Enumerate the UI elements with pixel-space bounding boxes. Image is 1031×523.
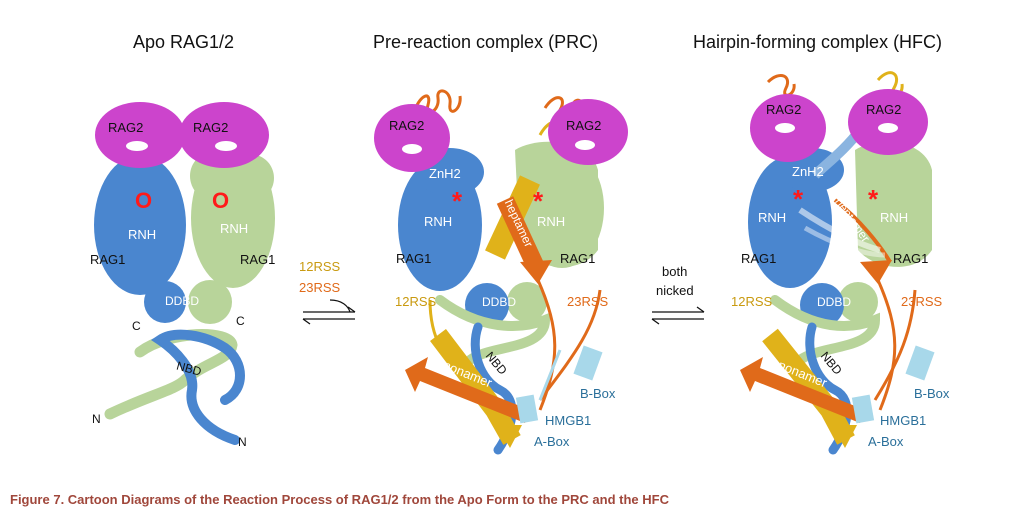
ddbd-label: DDBD — [165, 294, 199, 308]
rag2-label: RAG2 — [766, 102, 801, 117]
b-box-label: B-Box — [914, 386, 950, 401]
ddbd-blue — [144, 281, 186, 323]
nbd-label: NBD — [175, 359, 203, 379]
inactive-site-mark: O — [135, 188, 152, 213]
equilibrium-arrows-1: 12RSS 23RSS — [299, 259, 356, 325]
hfc-panel: RAG2 RAG2 ZnH2 * * RNH RNH heptamer RAG1… — [731, 71, 950, 455]
n-terminus-label: N — [92, 412, 101, 426]
rag2-right — [179, 102, 269, 168]
rss12-label: 12RSS — [731, 294, 773, 309]
ddbd-label: DDBD — [817, 295, 851, 309]
rnh-label: RNH — [537, 214, 565, 229]
rss23-label: 23RSS — [299, 280, 341, 295]
znh2-label: ZnH2 — [429, 166, 461, 181]
a-box-label: A-Box — [534, 434, 570, 449]
hmgb1-b-box — [905, 345, 935, 381]
rag2-label: RAG2 — [866, 102, 901, 117]
ddbd-green — [838, 282, 878, 322]
active-site-mark: * — [868, 184, 879, 214]
rag2-label: RAG2 — [193, 120, 228, 135]
c-terminus-label: C — [236, 314, 245, 328]
rag2-label: RAG2 — [389, 118, 424, 133]
a-box-label: A-Box — [868, 434, 904, 449]
b-box-label: B-Box — [580, 386, 616, 401]
rag1-label: RAG1 — [396, 251, 431, 266]
rag1-label: RAG1 — [560, 251, 595, 266]
znh2-label: ZnH2 — [792, 164, 824, 179]
rss12-label: 12RSS — [395, 294, 437, 309]
rnh-label: RNH — [220, 221, 248, 236]
ddbd-green — [188, 280, 232, 324]
nicked-label: nicked — [656, 283, 694, 298]
inactive-site-mark: O — [212, 188, 229, 213]
active-site-mark: * — [452, 186, 463, 216]
rag2-label: RAG2 — [108, 120, 143, 135]
active-site-mark: * — [793, 184, 804, 214]
hmgb1-a-box — [515, 394, 539, 424]
rag2-right — [848, 89, 928, 155]
prc-panel: RAG2 RAG2 ZnH2 * * RNH RNH heptamer RAG1… — [374, 89, 628, 455]
rag1-label: RAG1 — [240, 252, 275, 267]
title-prc: Pre-reaction complex (PRC) — [373, 32, 599, 52]
rag1-label: RAG1 — [741, 251, 776, 266]
rnh-label: RNH — [880, 210, 908, 225]
rag2-right — [548, 99, 628, 165]
title-hfc: Hairpin-forming complex (HFC) — [693, 32, 943, 52]
rag2-label: RAG2 — [566, 118, 601, 133]
rnh-label: RNH — [128, 227, 156, 242]
hmgb1-a-box — [851, 394, 875, 424]
nonamer-arrow — [405, 357, 530, 423]
nonamer-arrow — [740, 357, 865, 423]
apo-panel: RAG2 RAG2 O O RNH RNH RAG1 RAG1 DDBD C C… — [90, 102, 275, 449]
hmgb1-label: HMGB1 — [880, 413, 926, 428]
n-terminus-label: N — [238, 435, 247, 449]
hmgb1-label: HMGB1 — [545, 413, 591, 428]
c-terminus-label: C — [132, 319, 141, 333]
rss12-label: 12RSS — [299, 259, 341, 274]
rss23-label: 23RSS — [901, 294, 943, 309]
ddbd-label: DDBD — [482, 295, 516, 309]
ddbd-green — [507, 282, 547, 322]
hmgb1-b-box — [573, 345, 603, 381]
rnh-label: RNH — [424, 214, 452, 229]
rss23-label: 23RSS — [567, 294, 609, 309]
rag1-label: RAG1 — [90, 252, 125, 267]
rag2-left — [374, 104, 450, 172]
rag1-label: RAG1 — [893, 251, 928, 266]
active-site-mark: * — [533, 186, 544, 216]
rag1-blue-body — [94, 155, 186, 295]
rag2-left — [95, 102, 185, 168]
figure-caption: Figure 7. Cartoon Diagrams of the Reacti… — [10, 492, 669, 507]
rnh-label: RNH — [758, 210, 786, 225]
blue-tail — [150, 329, 245, 445]
both-label: both — [662, 264, 687, 279]
title-apo: Apo RAG1/2 — [133, 32, 235, 52]
equilibrium-arrows-2: both nicked — [651, 264, 705, 325]
